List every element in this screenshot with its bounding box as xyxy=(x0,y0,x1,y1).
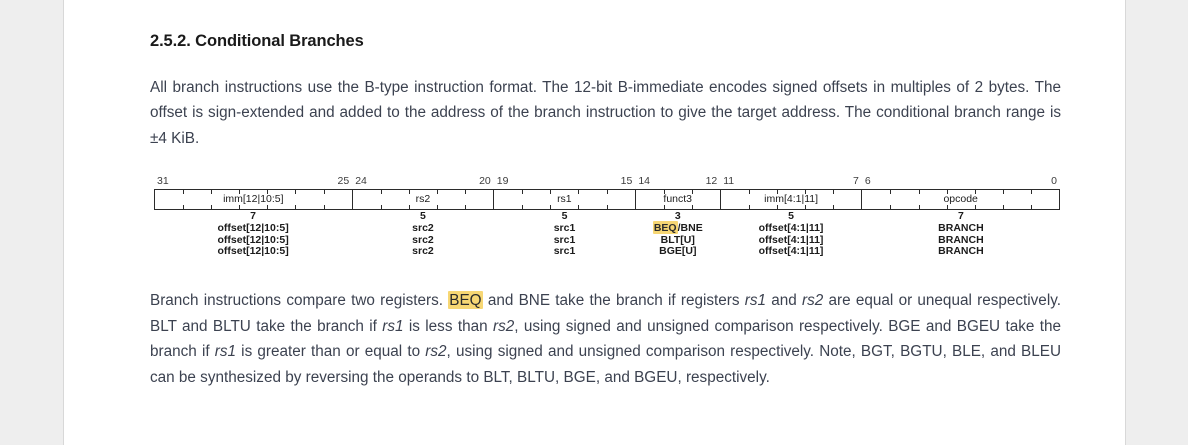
register-rs1: rs1 xyxy=(214,343,237,361)
instruction-field-label: rs1 xyxy=(554,194,575,206)
field-annotation-row: offset[4:1|11] xyxy=(758,233,824,246)
field-width-label: 5 xyxy=(420,210,426,223)
field-annotation-row: offset[4:1|11] xyxy=(758,222,824,235)
instruction-field-label: imm[12|10:5] xyxy=(220,194,287,206)
field-annotation-row: offset[12|10:5] xyxy=(217,245,289,258)
bit-tick-marks xyxy=(862,190,1059,210)
bit-number-label: 25 xyxy=(337,175,350,188)
text-segment: and xyxy=(766,292,803,310)
field-width-label: 3 xyxy=(674,210,681,223)
field-annotation-row: BLT[U] xyxy=(660,233,695,246)
field-annotation-row: src1 xyxy=(553,233,576,246)
page-title: 2.5.2. Conditional Branches xyxy=(150,32,364,50)
bit-number-label: 11 xyxy=(723,175,735,188)
instruction-field: rs2 xyxy=(353,190,495,210)
bit-number-label: 31 xyxy=(157,175,169,188)
text-segment: is less than xyxy=(403,317,493,335)
text-segment: , using signed and unsigned comparison r… xyxy=(150,343,1062,386)
text-segment: is greater than or equal to xyxy=(236,343,426,361)
bit-number-label: 6 xyxy=(864,175,871,188)
field-annotation-row: offset[12|10:5] xyxy=(217,222,289,235)
paragraph-branch-format: All branch instructions use the B-type i… xyxy=(150,78,1061,147)
register-rs2: rs2 xyxy=(802,292,824,310)
bit-number-label: 7 xyxy=(852,175,859,188)
field-annotation-row: BRANCH xyxy=(938,233,984,246)
field-annotation-row: src2 xyxy=(412,233,434,246)
paragraph-branch-semantics: Branch instructions compare two register… xyxy=(150,288,1061,390)
search-highlight-beq: BEQ xyxy=(448,291,483,310)
bit-number-label: 14 xyxy=(638,175,650,188)
instruction-field-label: funct3 xyxy=(660,194,696,206)
field-annotation-row: BRANCH xyxy=(938,245,984,258)
field-width-label: 5 xyxy=(788,210,794,223)
field-annotation-row: src2 xyxy=(412,245,434,258)
instruction-field: imm[12|10:5] xyxy=(155,190,353,210)
bit-number-label: 12 xyxy=(705,175,718,188)
search-highlight-beq: BEQ xyxy=(652,221,678,235)
field-annotation-row: BGE[U] xyxy=(659,245,697,258)
bit-number-label: 24 xyxy=(355,175,367,188)
register-rs1: rs1 xyxy=(382,317,404,335)
field-annotation-row: BEQ/BNE xyxy=(635,221,720,235)
instruction-field: rs1 xyxy=(494,190,636,210)
register-rs1: rs1 xyxy=(744,292,767,310)
instruction-field-label: imm[4:1|11] xyxy=(761,194,822,206)
bit-number-label: 19 xyxy=(496,175,509,188)
field-annotation-row: offset[12|10:5] xyxy=(217,233,289,246)
bit-tick-marks xyxy=(636,190,720,210)
bit-tick-marks xyxy=(353,190,493,210)
field-annotation-row: src1 xyxy=(553,245,576,258)
instruction-field: funct3 xyxy=(636,190,721,210)
instruction-field-label: rs2 xyxy=(412,194,434,206)
text-segment: and BNE take the branch if registers xyxy=(482,292,745,310)
instruction-field-boxes: imm[12|10:5] rs2 rs1 funct3 imm[4:1|11] opcod… xyxy=(154,189,1060,211)
page-content: 2.5.2. Conditional Branches All branch i… xyxy=(150,0,1061,390)
field-width-label: 7 xyxy=(957,210,964,223)
field-annotation-row: src2 xyxy=(412,222,434,235)
text-segment: are equal or unequal respectively. BLT a… xyxy=(150,292,1061,335)
instruction-field: imm[4:1|11] xyxy=(721,190,863,210)
field-annotation-suffix: /BNE xyxy=(677,222,703,235)
text-segment: Branch instructions compare two register… xyxy=(150,292,449,310)
instruction-field-label: opcode xyxy=(940,194,981,206)
bit-tick-marks xyxy=(155,190,352,210)
text-segment: , using signed and unsigned comparison r… xyxy=(150,317,1061,361)
bit-tick-marks xyxy=(494,190,634,210)
bit-number-label: 20 xyxy=(479,175,491,188)
register-rs2: rs2 xyxy=(425,343,447,361)
bit-number-label: 15 xyxy=(620,175,633,188)
bit-number-label: 0 xyxy=(1051,175,1057,188)
field-annotation-row: BRANCH xyxy=(938,222,984,235)
register-rs2: rs2 xyxy=(492,317,515,335)
field-annotation-row: offset[4:1|11] xyxy=(758,245,824,258)
field-width-label: 7 xyxy=(250,210,257,223)
field-width-label: 5 xyxy=(561,210,568,223)
document-page: 2.5.2. Conditional Branches All branch i… xyxy=(63,0,1126,445)
instruction-field: opcode xyxy=(862,190,1059,210)
field-annotation-row: src1 xyxy=(553,222,576,235)
bit-tick-marks xyxy=(721,190,861,210)
